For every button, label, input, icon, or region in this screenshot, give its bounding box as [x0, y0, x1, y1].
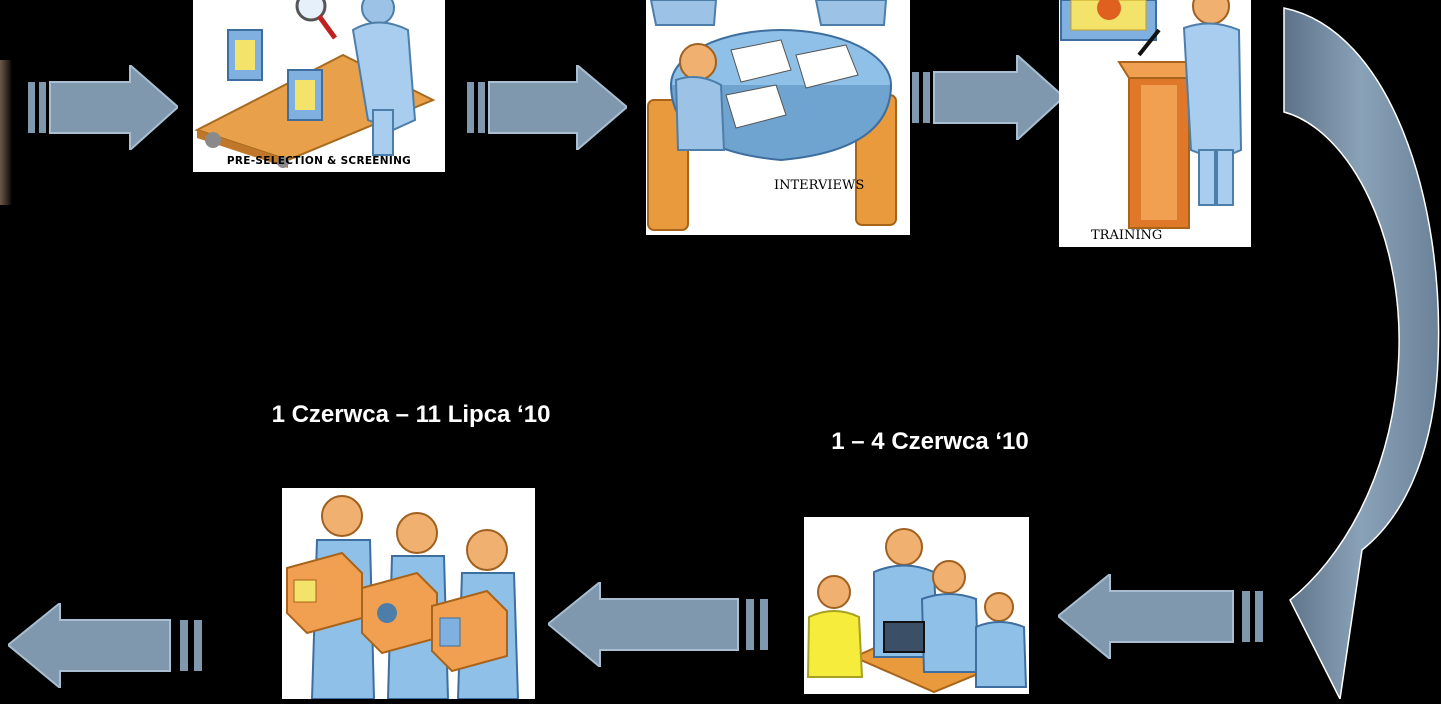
flow-arrow-right-1	[28, 65, 178, 150]
presenter-podium-icon	[1060, 0, 1243, 229]
flow-arrow-left-3	[8, 603, 208, 688]
flow-arrow-right-2	[467, 65, 627, 150]
flow-arrow-right-3	[912, 55, 1064, 140]
team-workstation-icon	[806, 528, 1028, 694]
flow-arrow-left-1	[1058, 574, 1270, 659]
step-card-interviews: INTERVIEWS	[646, 0, 910, 235]
step-card-workers	[282, 488, 535, 699]
curved-flow-arrow	[1270, 0, 1441, 704]
meeting-table-icon	[647, 0, 897, 231]
step-label: INTERVIEWS	[774, 178, 865, 193]
date-label-team: 1 – 4 Czerwca ‘10	[831, 428, 1029, 455]
step-card-pre-selection: PRE-SELECTION & SCREENING	[193, 0, 445, 172]
step-card-training: TRAINING	[1059, 0, 1251, 247]
step-label: TRAINING	[1091, 228, 1163, 243]
left-edge-photo-fragment	[0, 60, 12, 205]
flow-arrow-left-2	[548, 582, 778, 667]
step-label: PRE-SELECTION & SCREENING	[226, 155, 412, 167]
workers-boxes-icon	[286, 495, 520, 699]
date-label-placement: 1 Czerwca – 11 Lipca ‘10	[271, 401, 551, 428]
step-card-team	[804, 517, 1029, 694]
conveyor-inspection-icon	[194, 0, 436, 168]
